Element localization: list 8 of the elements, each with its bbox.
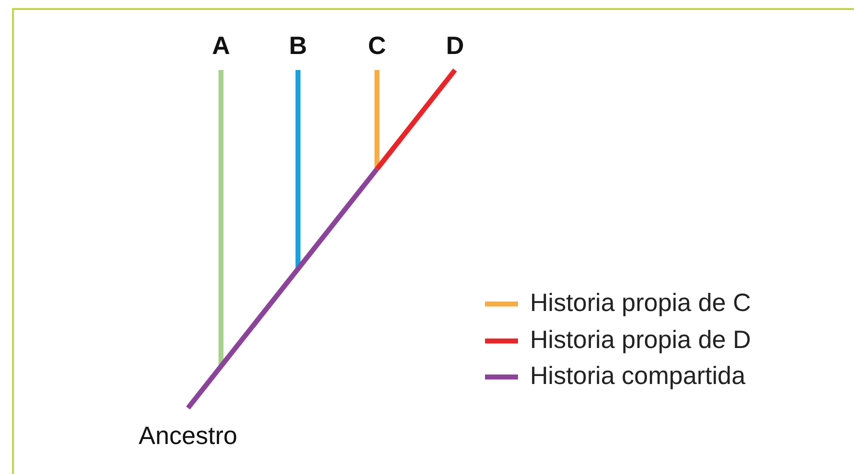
legend-label: Historia propia de C [530, 291, 751, 316]
legend-label: Historia propia de D [530, 328, 751, 353]
taxon-label: B [288, 34, 308, 59]
ancestor-label: Ancestro [138, 424, 238, 449]
taxon-label: A [210, 34, 232, 59]
taxon-label: D [444, 34, 466, 59]
legend-label: Historia compartida [530, 364, 746, 389]
taxon-label: C [366, 34, 388, 59]
